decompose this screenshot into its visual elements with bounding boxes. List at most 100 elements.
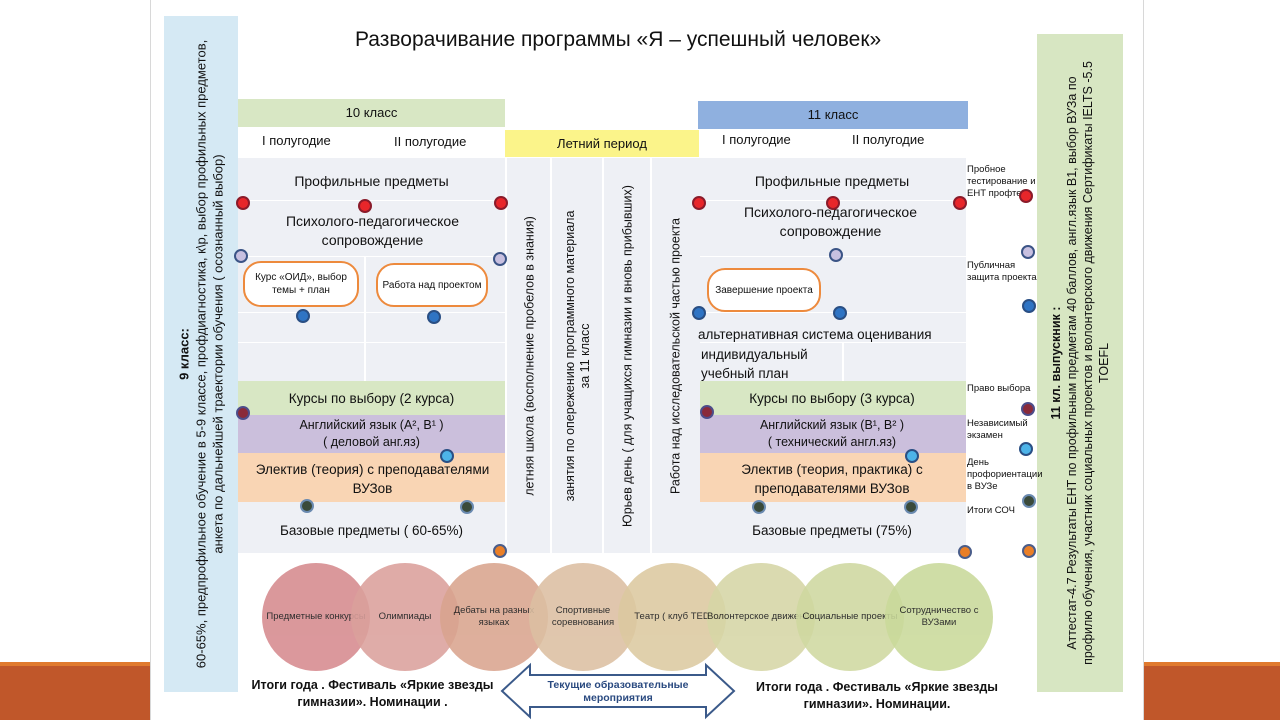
summer-col3-text: Юрьев день ( для учащихся гимназии и вно… bbox=[620, 184, 635, 527]
grade11-header: 11 класс bbox=[698, 101, 968, 129]
grade10-psych-support: Психолого-педагогическое сопровождение bbox=[285, 213, 460, 248]
summer-col-research: Работа над исследовательской частью прое… bbox=[650, 158, 700, 553]
activity-label: Сотрудничество с ВУЗами bbox=[899, 605, 979, 628]
activity-label: Предметные конкурсы bbox=[266, 611, 366, 622]
grade11-elective-theory-band bbox=[698, 453, 966, 502]
grade10-half1: I полугодие bbox=[262, 133, 331, 148]
milestone-dot bbox=[427, 310, 441, 324]
milestone-dot bbox=[700, 405, 714, 419]
milestone-dot bbox=[1021, 245, 1035, 259]
note-soch-results: Итоги СОЧ bbox=[967, 505, 1015, 516]
grade11-alt-evaluation: альтернативная система оценивания bbox=[698, 327, 932, 342]
summer-col4-text: Работа над исследовательской частью прое… bbox=[668, 217, 683, 494]
activity-circle: Сотрудничество с ВУЗами bbox=[885, 563, 993, 671]
grid-line bbox=[364, 256, 366, 381]
milestone-dot bbox=[493, 544, 507, 558]
grade9-text-block: 9 класс: 60-65%, предпрофильное обучение… bbox=[176, 34, 227, 674]
activity-label: Дебаты на разных языках bbox=[453, 605, 535, 628]
summer-col1-text: летняя школа (восполнение пробелов в зна… bbox=[522, 215, 536, 496]
milestone-dot bbox=[1022, 299, 1036, 313]
grid-line bbox=[842, 342, 844, 381]
slide-title: Разворачивание программы «Я – успешный ч… bbox=[355, 28, 882, 51]
note-career-day: День профориентации в ВУЗе bbox=[967, 457, 1043, 492]
milestone-dot bbox=[460, 500, 474, 514]
activity-label: Театр ( клуб TED bbox=[634, 611, 710, 622]
summer-period-header: Летний период bbox=[505, 130, 699, 157]
grid-line bbox=[238, 342, 505, 343]
graduate-text-block: 11 кл. выпускник : Аттестат-4.7 Результа… bbox=[1048, 48, 1112, 678]
grade10-electives-band bbox=[238, 381, 505, 415]
grade11-psych-support: Психолого-педагогическое сопровождение bbox=[743, 204, 918, 239]
milestone-dot bbox=[692, 196, 706, 210]
grade9-heading: 9 класс: bbox=[176, 328, 192, 380]
grade10-oid-course: Курс «ОИД», выбор темы + план bbox=[243, 261, 359, 307]
grid-line bbox=[238, 312, 505, 313]
milestone-dot bbox=[1022, 544, 1036, 558]
grade11-individual-plan: индивидуальный учебный план bbox=[701, 347, 808, 381]
grade10-electives: Курсы по выбору (2 курса) bbox=[288, 391, 455, 406]
grade9-panel: 9 класс: 60-65%, предпрофильное обучение… bbox=[164, 16, 238, 692]
grade10-half2: II полугодие bbox=[394, 134, 467, 149]
milestone-dot bbox=[494, 196, 508, 210]
milestone-dot bbox=[1022, 494, 1036, 508]
milestone-dot bbox=[829, 248, 843, 262]
grade10-elective-theory-band bbox=[238, 453, 505, 502]
grade11-base-subjects: Базовые предметы (75%) bbox=[752, 523, 912, 538]
footer-left-results: Итоги года . Фестиваль «Яркие звезды гим… bbox=[251, 678, 494, 709]
graduate-description: Аттестат-4.7 Результаты ЕНТ по профильны… bbox=[1065, 61, 1111, 665]
milestone-dot bbox=[953, 196, 967, 210]
milestone-dot bbox=[752, 500, 766, 514]
summer-col-school: летняя школа (восполнение пробелов в зна… bbox=[505, 158, 552, 553]
grid-line bbox=[238, 256, 505, 257]
grade11-graduate-panel: 11 кл. выпускник : Аттестат-4.7 Результа… bbox=[1037, 34, 1123, 692]
milestone-dot bbox=[1019, 442, 1033, 456]
milestone-dot bbox=[300, 499, 314, 513]
grade10-english: Английский язык (А², В¹ ) ( деловой анг.… bbox=[299, 418, 444, 449]
grade11-english: Английский язык (В¹, В² ) ( технический … bbox=[759, 418, 905, 449]
activity-label: Спортивные соревнования bbox=[551, 605, 615, 628]
milestone-dot bbox=[904, 500, 918, 514]
grade11-elective-theory: Электив (теория, практика) с преподавате… bbox=[741, 462, 923, 496]
milestone-dot bbox=[234, 249, 248, 263]
grade10-english-band bbox=[238, 415, 505, 453]
milestone-dot bbox=[358, 199, 372, 213]
milestone-dot bbox=[1019, 189, 1033, 203]
milestone-dot bbox=[958, 545, 972, 559]
milestone-dot bbox=[236, 406, 250, 420]
note-independent-exam: Независимый экзамен bbox=[967, 418, 1028, 441]
grade10-profile-subjects: Профильные предметы bbox=[294, 173, 449, 189]
grade11-electives: Курсы по выбору (3 курса) bbox=[749, 391, 915, 406]
grid-line bbox=[238, 200, 505, 201]
milestone-dot bbox=[692, 306, 706, 320]
milestone-dot bbox=[826, 196, 840, 210]
summer-col-advance: занятия по опережению программного матер… bbox=[550, 158, 604, 553]
activity-circle: Театр ( клуб TED bbox=[618, 563, 726, 671]
note-public-defense: Публичная защита проекта bbox=[967, 260, 1037, 283]
milestone-dot bbox=[440, 449, 454, 463]
grade10-base-subjects: Базовые предметы ( 60-65%) bbox=[279, 523, 464, 538]
grid-line bbox=[698, 312, 966, 313]
arrow-label: Текущие образовательные мероприятия bbox=[547, 679, 689, 704]
grade11-electives-band bbox=[698, 381, 966, 415]
milestone-dot bbox=[296, 309, 310, 323]
grade11-half2: II полугодие bbox=[852, 132, 925, 147]
activity-label: Социальные проекты bbox=[802, 611, 898, 622]
grade10-header: 10 класс bbox=[238, 99, 505, 127]
footer-right-results: Итоги года . Фестиваль «Яркие звезды гим… bbox=[756, 680, 998, 711]
milestone-dot bbox=[833, 306, 847, 320]
graduate-heading: 11 кл. выпускник : bbox=[1049, 306, 1063, 420]
grid-line bbox=[698, 342, 966, 343]
milestone-dot bbox=[236, 196, 250, 210]
activity-label: Волонтерское движение bbox=[707, 611, 815, 622]
milestone-dot bbox=[493, 252, 507, 266]
milestone-dot bbox=[905, 449, 919, 463]
summer-col2-text: занятия по опережению программного матер… bbox=[563, 210, 592, 501]
note-right-of-choice: Право выбора bbox=[967, 383, 1031, 394]
grade9-description: 60-65%, предпрофильное обучение в 5-9 кл… bbox=[193, 39, 226, 669]
double-arrow-icon bbox=[500, 662, 736, 720]
activity-label: Олимпиады bbox=[378, 611, 432, 622]
summer-col-yuriev: Юрьев день ( для учащихся гимназии и вно… bbox=[602, 158, 652, 553]
milestone-dot bbox=[1021, 402, 1035, 416]
grade11-project-completion: Завершение проекта bbox=[707, 268, 821, 312]
note-trial-testing: Пробное тестирование и ЕНТ профтест bbox=[967, 164, 1036, 199]
